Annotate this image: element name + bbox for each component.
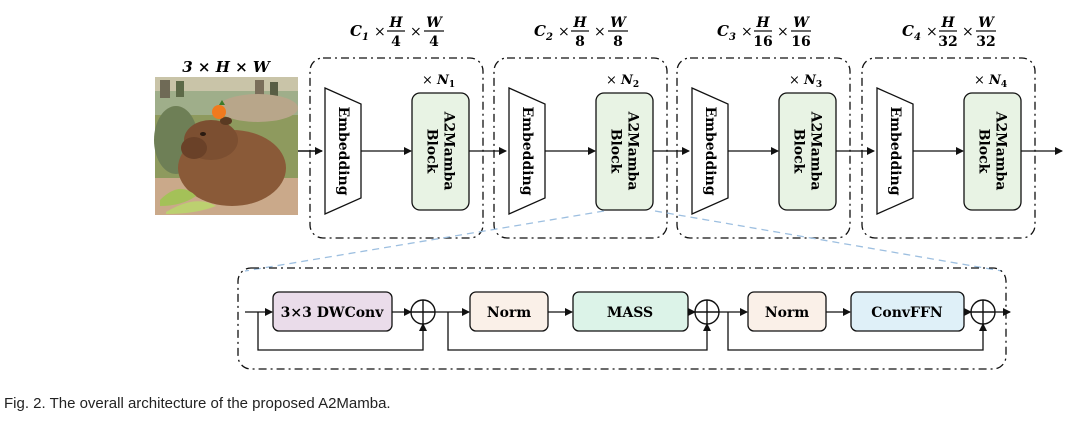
block-repeat-label: × N1 bbox=[422, 73, 455, 90]
zoom-line-right bbox=[654, 210, 1003, 272]
svg-text:8: 8 bbox=[575, 34, 585, 50]
norm2-label: Norm bbox=[765, 305, 810, 321]
svg-text:×: × bbox=[410, 24, 422, 40]
svg-text:×: × bbox=[962, 24, 974, 40]
svg-text:C3: C3 bbox=[717, 22, 736, 43]
add-node-1 bbox=[410, 299, 436, 325]
a2mamba-block-label: A2MambaBlock bbox=[424, 111, 457, 191]
svg-text:C4: C4 bbox=[902, 22, 921, 43]
svg-text:×: × bbox=[594, 24, 606, 40]
embedding-trapezoid bbox=[508, 86, 546, 216]
svg-text:4: 4 bbox=[391, 34, 401, 50]
embedding-trapezoid bbox=[691, 86, 729, 216]
zoom-line-left bbox=[244, 210, 605, 272]
a2mamba-block bbox=[595, 92, 654, 211]
norm1-box bbox=[469, 291, 549, 332]
svg-text:8: 8 bbox=[613, 34, 623, 50]
block-repeat-label: × N2 bbox=[606, 73, 639, 90]
norm1-label: Norm bbox=[487, 305, 532, 321]
dwconv-box bbox=[272, 291, 393, 332]
a2mamba-block-label: A2MambaBlock bbox=[976, 111, 1009, 191]
svg-text:32: 32 bbox=[976, 34, 995, 50]
a2mamba-block bbox=[778, 92, 837, 211]
add-node-3 bbox=[970, 299, 996, 325]
svg-text:H: H bbox=[388, 15, 403, 31]
stage-dim-formula: C1×H4×W4 bbox=[350, 15, 444, 50]
svg-text:C2: C2 bbox=[534, 22, 553, 43]
svg-text:16: 16 bbox=[791, 34, 810, 50]
add-node-2 bbox=[694, 299, 720, 325]
svg-text:×: × bbox=[926, 24, 938, 40]
detail-flow bbox=[245, 308, 1011, 351]
svg-text:C1: C1 bbox=[350, 22, 369, 43]
embedding-label: Embedding bbox=[519, 106, 535, 195]
embedding-label: Embedding bbox=[335, 106, 351, 195]
embedding-trapezoid bbox=[324, 86, 362, 216]
svg-text:×: × bbox=[374, 24, 386, 40]
svg-text:H: H bbox=[572, 15, 587, 31]
stage-dim-formula: C4×H32×W32 bbox=[902, 15, 996, 50]
stage-frame bbox=[493, 57, 668, 239]
convffn-box bbox=[850, 291, 965, 332]
svg-text:W: W bbox=[610, 15, 627, 31]
block-repeat-label: × N4 bbox=[974, 73, 1007, 90]
svg-text:H: H bbox=[940, 15, 955, 31]
a2mamba-block-label: A2MambaBlock bbox=[791, 111, 824, 191]
svg-text:×: × bbox=[741, 24, 753, 40]
svg-text:W: W bbox=[793, 15, 810, 31]
svg-text:16: 16 bbox=[753, 34, 772, 50]
svg-text:×: × bbox=[558, 24, 570, 40]
detail-frame bbox=[237, 267, 1007, 370]
stage-frame bbox=[861, 57, 1036, 239]
stage-frame bbox=[309, 57, 484, 239]
block-repeat-label: × N3 bbox=[789, 73, 822, 90]
svg-text:W: W bbox=[978, 15, 995, 31]
svg-text:H: H bbox=[755, 15, 770, 31]
convffn-label: ConvFFN bbox=[871, 305, 943, 321]
mass-label: MASS bbox=[607, 305, 653, 321]
stage-dim-formula: C2×H8×W8 bbox=[534, 15, 628, 50]
svg-text:W: W bbox=[426, 15, 443, 31]
stage-frame bbox=[676, 57, 851, 239]
stage-dim-formula: C3×H16×W16 bbox=[717, 15, 811, 50]
a2mamba-block bbox=[411, 92, 470, 211]
embedding-trapezoid bbox=[876, 86, 914, 216]
mass-box bbox=[572, 291, 689, 332]
norm2-box bbox=[747, 291, 827, 332]
svg-text:32: 32 bbox=[938, 34, 957, 50]
svg-text:4: 4 bbox=[429, 34, 439, 50]
dwconv-label: 3×3 DWConv bbox=[281, 305, 385, 321]
embedding-label: Embedding bbox=[702, 106, 718, 195]
a2mamba-block-label: A2MambaBlock bbox=[608, 111, 641, 191]
input-dim-label: 3 × H × W bbox=[182, 58, 272, 76]
capybara-photo bbox=[154, 77, 298, 215]
figure-caption: Fig. 2. The overall architecture of the … bbox=[4, 395, 391, 412]
svg-text:×: × bbox=[777, 24, 789, 40]
a2mamba-block bbox=[963, 92, 1022, 211]
embedding-label: Embedding bbox=[887, 106, 903, 195]
